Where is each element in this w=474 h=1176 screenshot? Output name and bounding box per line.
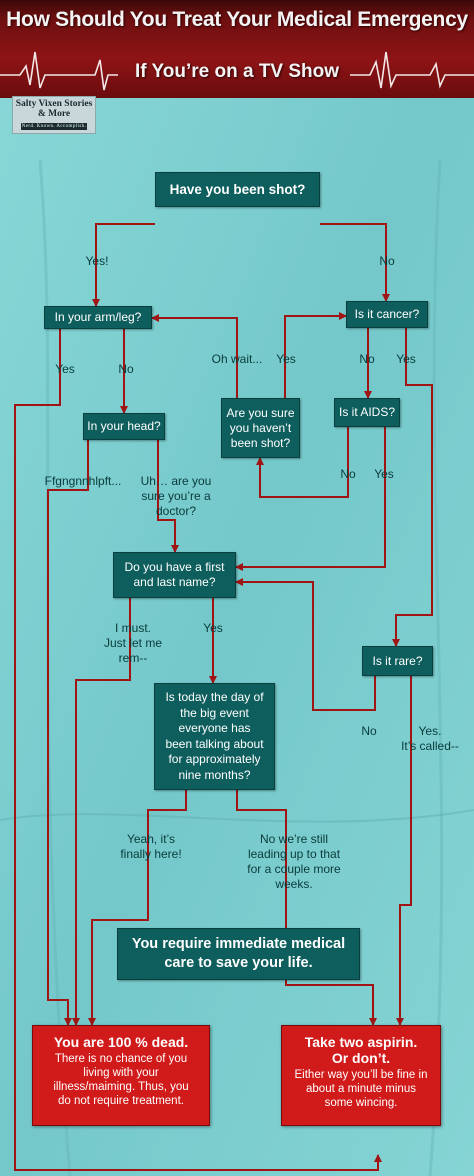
- label-shot-yes: Yes!: [85, 254, 109, 268]
- node-today-text: Is today the day of the big event everyo…: [165, 690, 264, 782]
- arrow-name-imust: [72, 598, 131, 1026]
- arrow-today-notyet: [236, 790, 377, 1026]
- node-cancer-text: Is it cancer?: [354, 307, 420, 321]
- label-armleg-yes: Yes: [55, 362, 75, 376]
- arrow-shot-no: [320, 223, 390, 302]
- arrow-sure-yes: [284, 312, 347, 398]
- label-ohwait: Oh wait...: [211, 352, 263, 366]
- node-armleg-text: In your arm/leg?: [54, 310, 142, 324]
- outcome-aspirin: Take two aspirin. Or don’t. Either way y…: [281, 1025, 441, 1126]
- label-aids-yes: Yes: [374, 467, 394, 481]
- node-head: In your head?: [83, 413, 165, 440]
- node-aids: Is it AIDS?: [334, 398, 400, 427]
- label-cancer-yes: Yes: [396, 352, 416, 366]
- arrow-aids-yes: [235, 427, 386, 571]
- node-today: Is today the day of the big event everyo…: [154, 683, 275, 790]
- node-armleg: In your arm/leg?: [44, 306, 152, 329]
- node-shot: Have you been shot?: [155, 172, 320, 207]
- label-sure-yes: Yes: [276, 352, 296, 366]
- label-head-uh: Uh… are you sure you’re a doctor?: [140, 474, 212, 518]
- arrow-armleg-yes: [14, 329, 382, 1171]
- label-name-imust: I must. Just let me rem--: [103, 621, 163, 665]
- node-name: Do you have a first and last name?: [113, 552, 236, 598]
- outcome-aspirin-heading: Take two aspirin. Or don’t.: [304, 1034, 418, 1066]
- label-rare-yes: Yes. It’s called--: [401, 724, 459, 753]
- node-aids-text: Is it AIDS?: [338, 405, 396, 419]
- outcome-dead-body: There is no chance of you living with yo…: [53, 1053, 189, 1107]
- page-subtitle: If You’re on a TV Show: [134, 61, 340, 82]
- outcome-aspirin-body: Either way you’ll be fine in about a min…: [294, 1069, 428, 1109]
- brand-logo: Salty Vixen Stories & More Nerd. Known. …: [12, 96, 96, 134]
- heartbeat-line-icon: [0, 51, 474, 91]
- node-care-text: You require immediate medical care to sa…: [131, 936, 346, 971]
- node-shot-text: Have you been shot?: [169, 182, 306, 197]
- label-today-finally: Yeah, it’s finally here!: [120, 832, 182, 861]
- label-name-yes: Yes: [203, 621, 223, 635]
- arrow-aids-no: [256, 427, 349, 498]
- outcome-dead: You are 100 % dead. There is no chance o…: [32, 1025, 210, 1126]
- arrow-today-finally: [88, 790, 187, 1026]
- node-name-text: Do you have a first and last name?: [124, 560, 225, 589]
- label-armleg-no: No: [118, 362, 134, 376]
- node-head-text: In your head?: [87, 419, 161, 433]
- arrow-cancer-yes: [392, 328, 433, 647]
- arrow-head-uh: [157, 440, 179, 553]
- label-today-notyet: No we’re still leading up to that for a …: [247, 832, 341, 891]
- logo-name: Salty Vixen Stories & More: [15, 99, 93, 119]
- label-rare-no: No: [361, 724, 377, 738]
- label-shot-no: No: [379, 254, 395, 268]
- page-title: How Should You Treat Your Medical Emerge…: [6, 8, 468, 31]
- logo-tagline: Nerd. Known. Accomplish.: [21, 123, 87, 130]
- node-care: You require immediate medical care to sa…: [117, 928, 360, 980]
- arrow-shot-yes: [92, 223, 155, 307]
- label-head-fgn: Ffgngnnhlpft...: [44, 474, 122, 488]
- arrow-head-fgn: [47, 440, 89, 1026]
- label-cancer-no: No: [359, 352, 375, 366]
- node-cancer: Is it cancer?: [346, 301, 428, 328]
- outcome-dead-heading: You are 100 % dead.: [53, 1034, 189, 1050]
- node-sure-text: Are you sure you haven’t been shot?: [226, 405, 295, 450]
- arrow-rare-yes: [396, 676, 412, 1026]
- node-rare: Is it rare?: [362, 646, 433, 676]
- arrow-rare-no: [235, 578, 376, 711]
- header-banner: How Should You Treat Your Medical Emerge…: [0, 0, 474, 98]
- node-sure: Are you sure you haven’t been shot?: [221, 398, 300, 458]
- label-aids-no: No: [340, 467, 356, 481]
- arrow-sure-ohwait: [151, 314, 238, 398]
- node-rare-text: Is it rare?: [372, 653, 423, 668]
